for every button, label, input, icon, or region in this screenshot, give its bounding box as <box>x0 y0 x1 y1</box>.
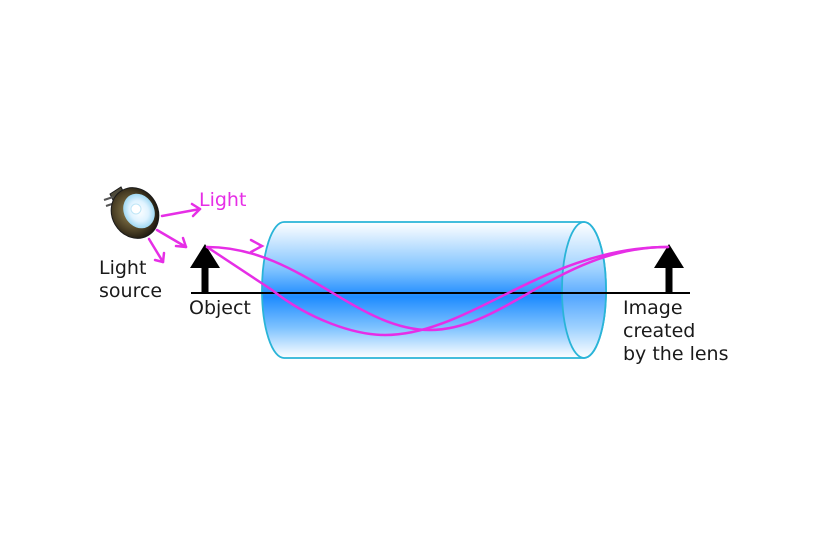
light-source-label: Light source <box>99 257 162 303</box>
lens-cylinder <box>261 221 607 359</box>
object-arrow-icon <box>190 244 220 293</box>
emitted-light-arrows <box>147 202 202 264</box>
light-rays <box>205 238 670 337</box>
light-source-label-line: Light <box>99 257 147 279</box>
image-label: Image created by the lens <box>623 297 728 366</box>
image-label-line: by the lens <box>623 343 729 365</box>
ray-lower <box>205 245 670 337</box>
image-label-line: Image <box>623 297 683 319</box>
lens-end-face <box>561 221 607 359</box>
image-label-line: created <box>623 320 696 342</box>
ray-direction-arrow <box>249 238 265 254</box>
image-arrow-icon <box>654 244 684 293</box>
ray-upper <box>205 245 670 332</box>
light-label: Light <box>199 189 247 211</box>
object-label: Object <box>189 297 251 319</box>
light-source-icon <box>103 186 160 239</box>
light-source-label-line: source <box>99 280 163 302</box>
